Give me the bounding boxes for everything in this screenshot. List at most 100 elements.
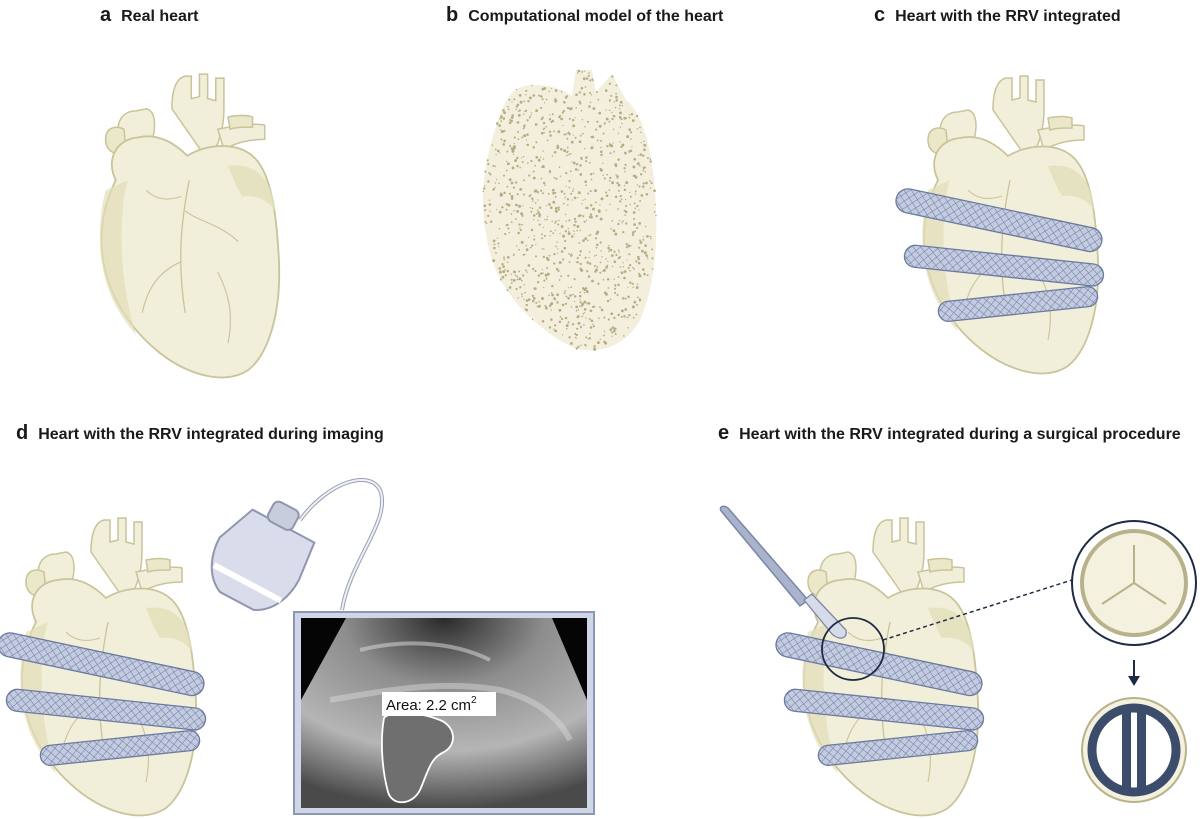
point-cloud-dot <box>523 124 526 128</box>
point-cloud-dot <box>542 128 545 130</box>
point-cloud-dot <box>495 154 497 156</box>
point-cloud-dot <box>549 171 551 174</box>
point-cloud-dot <box>538 94 541 97</box>
point-cloud-dot <box>521 214 524 217</box>
point-cloud-dot <box>609 203 611 206</box>
point-cloud-dot <box>634 207 637 210</box>
point-cloud-dot <box>523 156 525 158</box>
point-cloud-dot <box>608 189 611 191</box>
incision-highlight <box>821 617 885 681</box>
point-cloud-dot <box>532 297 536 300</box>
point-cloud-dot <box>489 220 493 223</box>
point-cloud-dot <box>548 130 552 133</box>
point-cloud-dot <box>514 159 518 163</box>
point-cloud-dot <box>573 233 575 235</box>
point-cloud-dot <box>653 189 656 193</box>
point-cloud-dot <box>525 248 529 252</box>
point-cloud-dot <box>571 119 575 122</box>
point-cloud-dot <box>579 299 581 301</box>
heart-with-rrv-c <box>893 75 1106 375</box>
area-measurement-label: Area: 2.2 cm2 <box>386 695 477 714</box>
point-cloud-dot <box>573 217 577 221</box>
point-cloud-dot <box>518 270 521 273</box>
point-cloud-dot <box>556 241 558 243</box>
point-cloud-dot <box>560 250 564 253</box>
point-cloud-dot <box>593 347 597 351</box>
point-cloud-dot <box>637 296 639 299</box>
point-cloud-dot <box>624 163 627 166</box>
point-cloud-dot <box>482 190 485 193</box>
point-cloud-dot <box>582 215 585 218</box>
point-cloud-dot <box>619 100 623 104</box>
point-cloud-dot <box>567 321 570 324</box>
point-cloud-dot <box>556 301 559 304</box>
point-cloud-dot <box>623 315 626 318</box>
point-cloud-dot <box>500 120 503 122</box>
point-cloud-dot <box>557 130 561 134</box>
point-cloud-dot <box>584 180 587 183</box>
point-cloud-dot <box>487 162 490 166</box>
point-cloud-dot <box>585 206 589 210</box>
panel-c-letter: c <box>874 4 886 26</box>
point-cloud-dot <box>568 117 571 120</box>
point-cloud-dot <box>553 176 556 179</box>
point-cloud-dot <box>579 173 583 176</box>
point-cloud-dot <box>494 186 496 189</box>
point-cloud-dot <box>628 128 632 131</box>
point-cloud-dot <box>605 194 609 198</box>
point-cloud-dot <box>533 218 535 221</box>
point-cloud-dot <box>579 291 582 294</box>
point-cloud-dot <box>606 299 610 303</box>
point-cloud-dot <box>579 102 582 105</box>
point-cloud-dot <box>625 246 628 249</box>
panel-e-title: Heart with the RRV integrated during a s… <box>739 426 1181 443</box>
point-cloud-dot <box>492 239 496 243</box>
point-cloud-dot <box>638 274 642 278</box>
point-cloud-dot <box>581 70 583 73</box>
point-cloud-dot <box>515 108 517 111</box>
heart-illustration-a <box>98 73 281 379</box>
point-cloud-dot <box>586 261 590 264</box>
point-cloud-dot <box>629 195 632 198</box>
point-cloud-dot <box>593 264 596 267</box>
point-cloud-dot <box>504 232 507 236</box>
point-cloud-dot <box>646 235 649 238</box>
point-cloud-dot <box>554 229 557 232</box>
point-cloud-dot <box>615 84 618 87</box>
point-cloud-dot <box>635 313 638 316</box>
valve-closeup <box>1080 529 1188 637</box>
point-cloud-dot <box>645 181 648 185</box>
point-cloud-dot <box>631 282 634 285</box>
point-cloud-dot <box>574 220 577 223</box>
point-cloud-dot <box>581 302 585 306</box>
point-cloud-dot <box>575 347 579 350</box>
point-cloud-dot <box>574 295 577 298</box>
point-cloud-dot <box>573 278 576 281</box>
point-cloud-dot <box>510 116 514 120</box>
point-cloud-dot <box>619 194 622 198</box>
point-cloud-dot <box>607 260 609 263</box>
point-cloud-dot <box>590 94 593 96</box>
point-cloud-dot <box>620 198 623 200</box>
point-cloud-dot <box>488 203 492 206</box>
point-cloud-dot <box>519 228 522 232</box>
point-cloud-dot <box>630 138 632 140</box>
point-cloud-dot <box>588 215 592 219</box>
point-cloud-dot <box>554 98 557 101</box>
point-cloud-dot <box>598 210 601 214</box>
point-cloud-dot <box>622 230 625 234</box>
point-cloud-dot <box>519 286 522 289</box>
point-cloud-dot <box>605 117 609 121</box>
point-cloud-dot <box>506 223 509 226</box>
point-cloud-dot <box>586 270 589 273</box>
point-cloud-dot <box>558 219 560 222</box>
point-cloud-dot <box>618 220 621 222</box>
point-cloud-dot <box>592 172 595 175</box>
point-cloud-dot <box>608 109 611 112</box>
panel-d-title: Heart with the RRV integrated during ima… <box>38 426 384 443</box>
point-cloud-dot <box>577 69 581 73</box>
point-cloud-dot <box>619 266 622 268</box>
point-cloud-dot <box>581 315 584 318</box>
point-cloud-dot <box>604 191 608 194</box>
